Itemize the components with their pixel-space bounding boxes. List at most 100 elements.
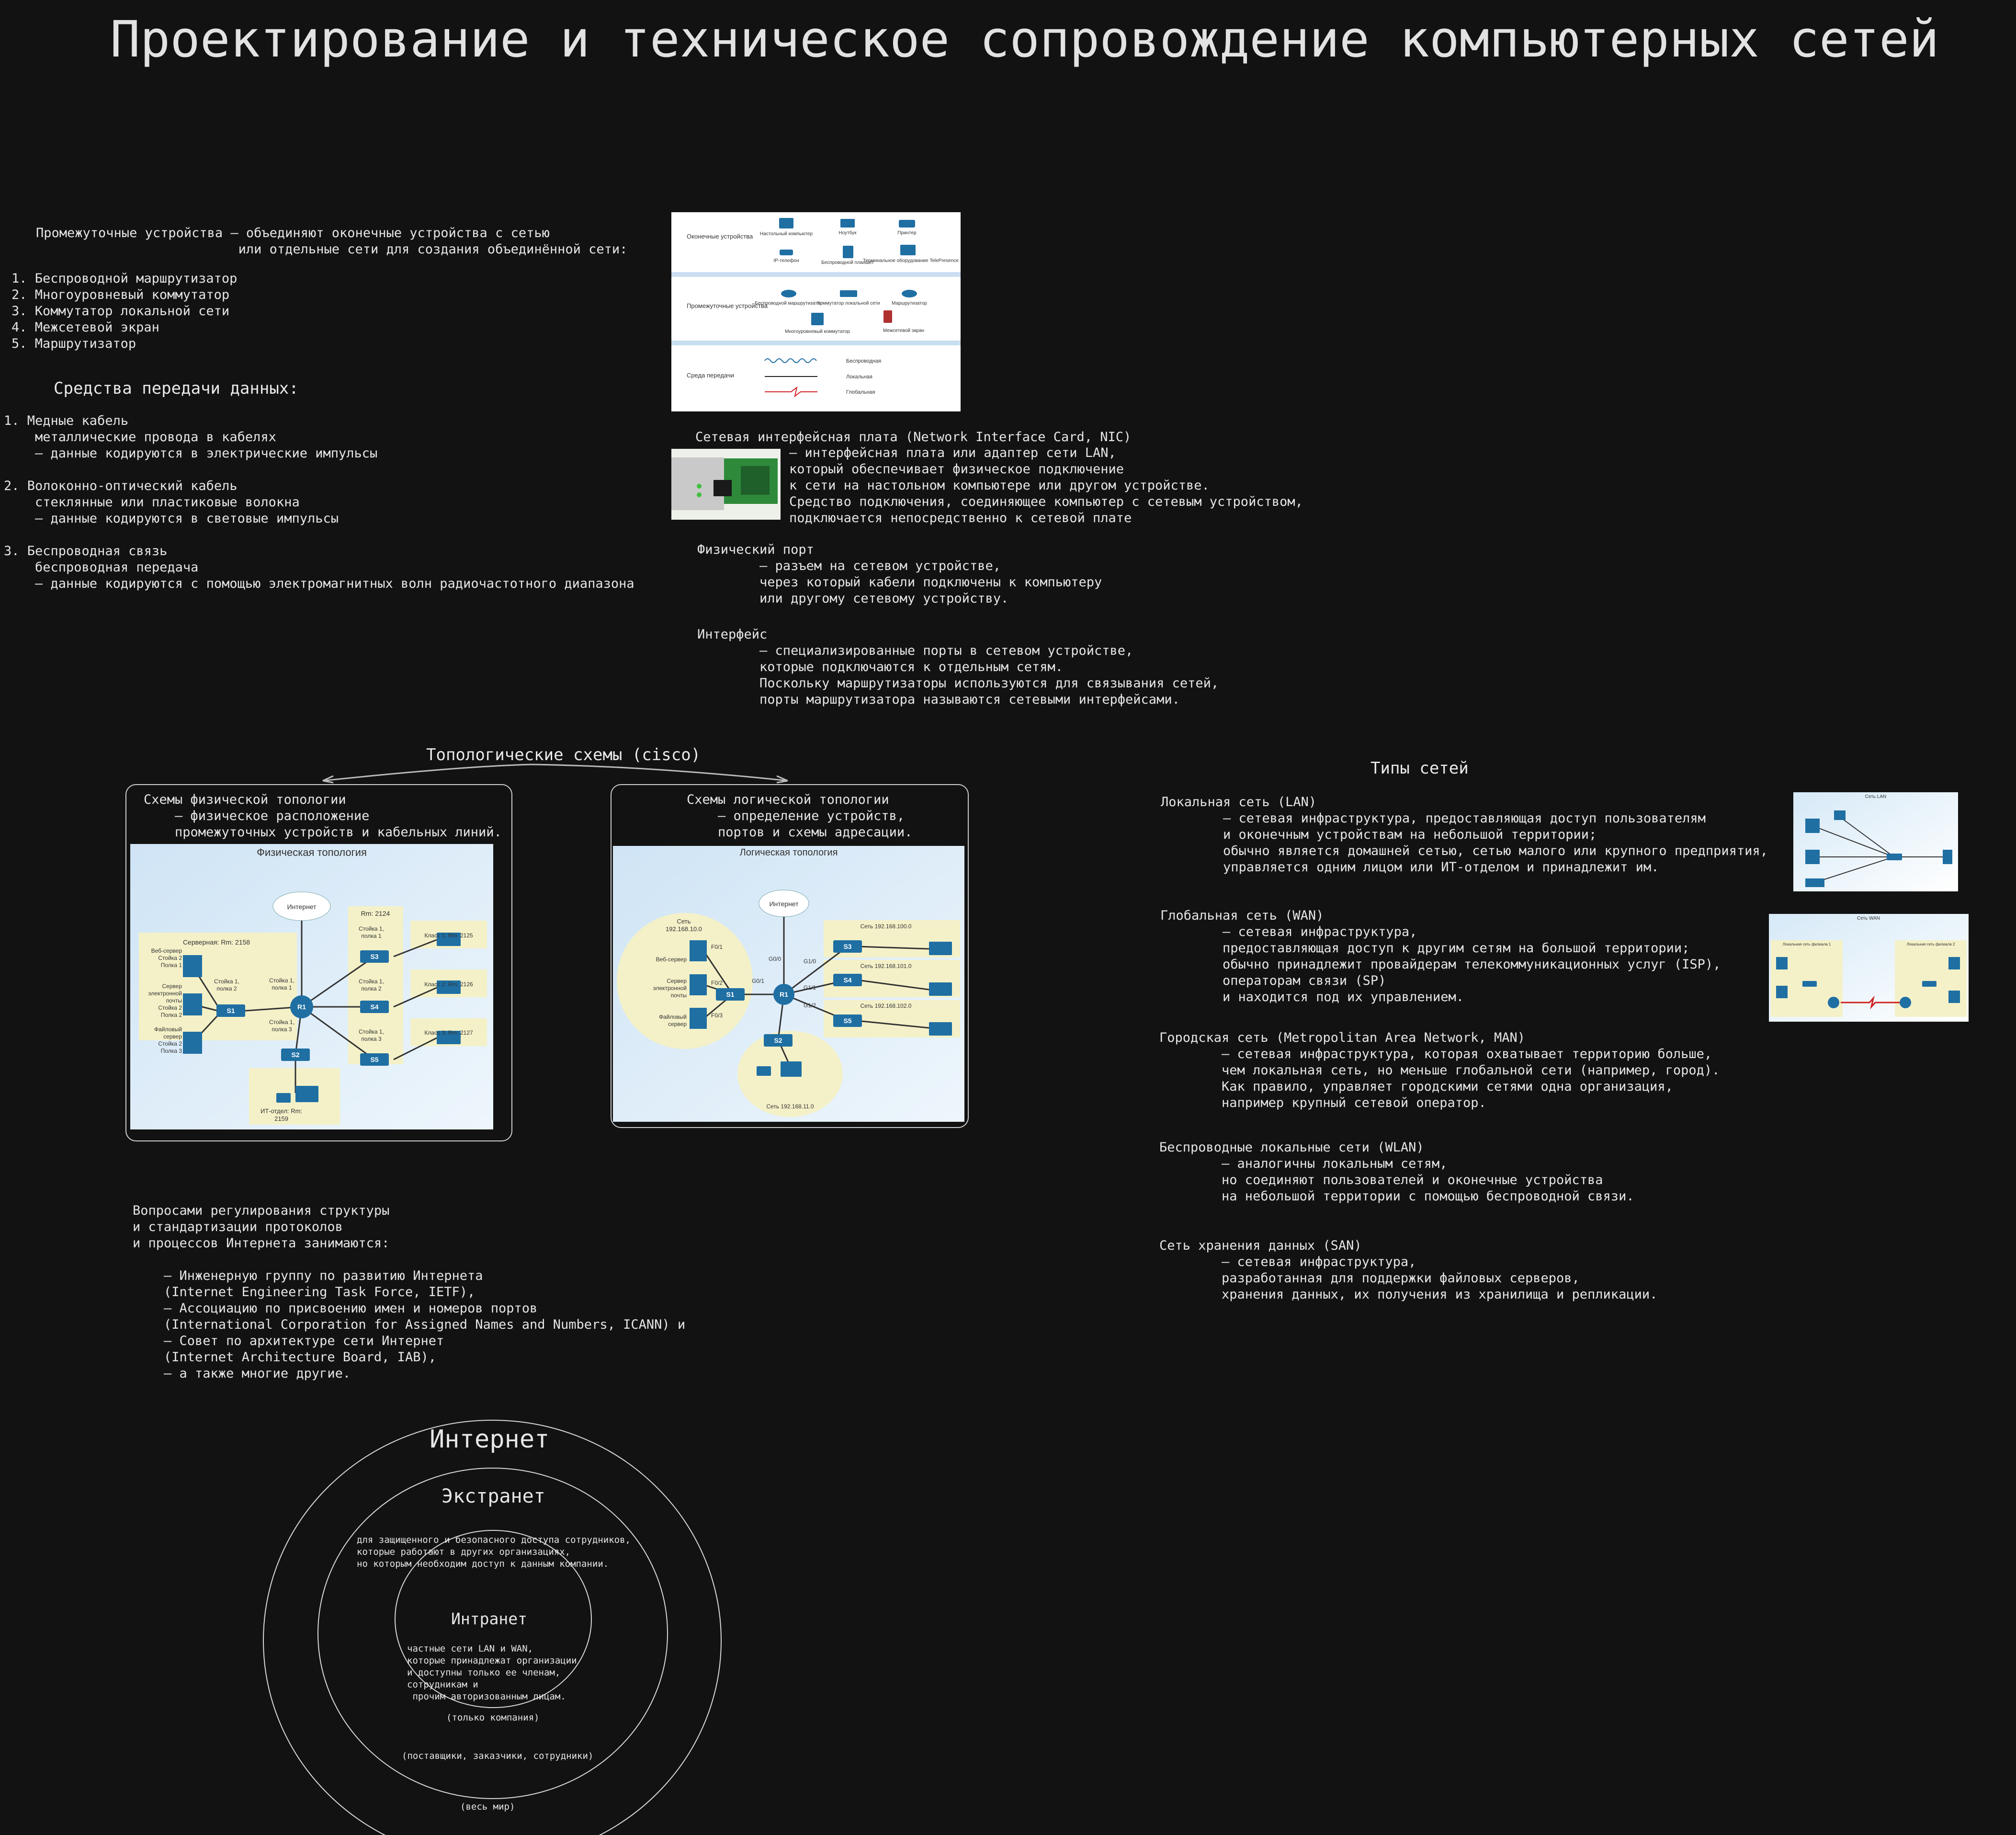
laptop-net102-icon [929, 1022, 952, 1036]
man-text: Городская сеть (Metropolitan Area Networ… [1159, 1030, 1720, 1110]
intermediate-devices-intro: Промежуточные устройства – объединяют ок… [36, 226, 628, 257]
router-icon [902, 290, 917, 297]
circles-diagram [263, 1420, 722, 1835]
media-label: Среда передачи [687, 372, 734, 379]
log-g01: G0/1 [752, 978, 764, 984]
physical-topology-image: Физическая топология Интернет Серверная:… [130, 844, 493, 1129]
lan-text: Локальная сеть (LAN) – сетевая инфрастру… [1161, 795, 1768, 875]
wan-media-line [765, 386, 817, 398]
log-fa1: F0/1 [711, 944, 723, 950]
log-net100: Сеть 192.168.100.0 [861, 923, 912, 930]
laptop-net101-icon [929, 982, 952, 996]
laptop-class2-icon [437, 980, 461, 994]
lan-image-svg: Сеть LAN [1793, 792, 1958, 891]
wireless-media-line [764, 358, 817, 363]
switch-icon [1922, 981, 1937, 987]
end-item-telepresence: Терминальное оборудование TelePresence [863, 258, 959, 263]
pc-icon [1834, 810, 1846, 820]
phys-s4: S4 [370, 1003, 378, 1011]
interface-text: Интерфейс – специализированные порты в с… [697, 627, 1219, 707]
end-item-ip-phone: IP-телефон [773, 258, 799, 263]
arrow-head-right [776, 775, 788, 784]
log-fa3: F0/3 [711, 1012, 723, 1019]
lan-image: Сеть LAN [1793, 792, 1958, 891]
devices-figure-svg: Оконечные устройства Промежуточные устро… [671, 212, 961, 411]
phys-rack11b-label: Стойка 1, полка 1 [359, 925, 384, 939]
logical-topology-title: Логическая топология [740, 847, 838, 858]
arrow-to-logical [531, 764, 788, 782]
router-r1-icon [773, 984, 794, 1005]
log-g12: G1/2 [804, 1002, 816, 1009]
router-icon [1900, 997, 1911, 1008]
net11-printer-icon [757, 1066, 771, 1076]
phys-server-room-label: Серверная: Rm: 2158 [183, 938, 250, 946]
log-s1: S1 [726, 991, 734, 998]
telepresence-icon [900, 245, 916, 255]
topology-heading: Топологические схемы (cisco) [426, 745, 701, 764]
wan-branch1-label: Локальная сеть филиала 1 [1783, 942, 1831, 946]
end-item-tablet: Беспроводной планшет [821, 260, 874, 265]
media-item-wan: Глобальная [846, 389, 875, 395]
media-body: 1. Медные кабель металлические провода в… [4, 413, 634, 591]
wan-image: Сеть WAN Локальная сеть филиала 1 Локаль… [1769, 914, 1969, 1022]
media-heading: Средства передачи данных: [54, 379, 299, 398]
inter-item-wireless-router: Беспроводной маршрутизатор [755, 301, 823, 306]
laptop-class1-icon [437, 933, 461, 946]
phys-rack12b-label: Стойка 1, полка 2 [359, 978, 384, 992]
physical-port-text: Физический порт – разъем на сетевом устр… [697, 542, 1102, 606]
laptop-icon [840, 219, 855, 228]
log-mail-label: Сервер электронной почты [653, 978, 687, 999]
log-fa2: F0/2 [711, 980, 723, 986]
user-icon [1948, 991, 1960, 1003]
printer-icon [899, 220, 915, 228]
end-item-desktop: Настольный компьютер [760, 231, 813, 237]
internet-label: Интернет [430, 1425, 550, 1454]
phys-web-label: Веб-сервер Стойка 2 Полка 1 [151, 947, 182, 969]
extranet-label: Экстранет [442, 1485, 545, 1507]
net10-zone [617, 913, 753, 1049]
it-printer-icon [276, 1093, 291, 1103]
arrow-head-left [322, 775, 334, 784]
intranet-circle [395, 1530, 592, 1708]
nic-card-svg [671, 449, 781, 520]
log-s4: S4 [843, 976, 851, 984]
page-title: Проектирование и техническое сопровожден… [110, 10, 1939, 68]
user-icon [1805, 850, 1820, 864]
media-item-wireless: Беспроводная [846, 358, 881, 364]
log-web-label: Веб-сервер [656, 956, 687, 963]
inter-item-firewall: Межсетевой экран [883, 328, 924, 333]
partners-label: (поставщики, заказчики, сотрудники) [402, 1751, 594, 1761]
log-file-label: Файловый сервер [658, 1014, 687, 1027]
switch-s3-icon [360, 950, 389, 963]
phys-rm2124-label: Rm: 2124 [361, 910, 390, 917]
led-icon [697, 492, 702, 497]
mail-server-icon [690, 974, 707, 995]
switch-s1-icon [216, 1004, 245, 1017]
logical-topology-desc: Схемы логической топологии – определение… [687, 792, 913, 840]
logical-topology-svg: Логическая топология Интернет [613, 846, 964, 1122]
physical-topology-title: Физическая топология [257, 846, 367, 858]
phys-s1: S1 [227, 1007, 235, 1014]
laptop-class3-icon [437, 1031, 461, 1044]
wan-link [1841, 995, 1903, 1010]
log-net11: Сеть 192.168.11.0 [766, 1103, 814, 1110]
whole-world-label: (весь мир) [460, 1801, 515, 1812]
physical-topology-svg: Физическая топология Интернет Серверная:… [130, 844, 493, 1129]
it-pc-icon [295, 1086, 318, 1102]
lan-image-title: Сеть LAN [1865, 794, 1886, 799]
physical-topology-card [125, 784, 512, 1141]
file-server-icon [183, 1032, 202, 1054]
phys-internet-label: Интернет [287, 903, 317, 911]
wan-text: Глобальная сеть (WAN) – сетевая инфрастр… [1160, 908, 1721, 1004]
desktop-icon [779, 218, 793, 228]
extranet-description: для защищенного и безопасного доступа со… [357, 1535, 631, 1569]
end-item-printer: Принтер [897, 230, 917, 236]
wlan-text: Беспроводные локальные сети (WLAN) – ана… [1159, 1140, 1634, 1204]
inter-item-lan-switch: Коммутатор локальной сети [817, 301, 880, 306]
log-net102: Сеть 192.168.102.0 [861, 1003, 912, 1009]
phys-rack11-label: Стойка 1, полка 1 [269, 977, 294, 991]
phys-rack13-label: Стойка 1, полка 3 [269, 1019, 294, 1033]
web-server-icon [690, 940, 707, 961]
phys-class2: Класс 2: Rm: 2126 [424, 981, 473, 988]
log-s5: S5 [843, 1017, 851, 1025]
